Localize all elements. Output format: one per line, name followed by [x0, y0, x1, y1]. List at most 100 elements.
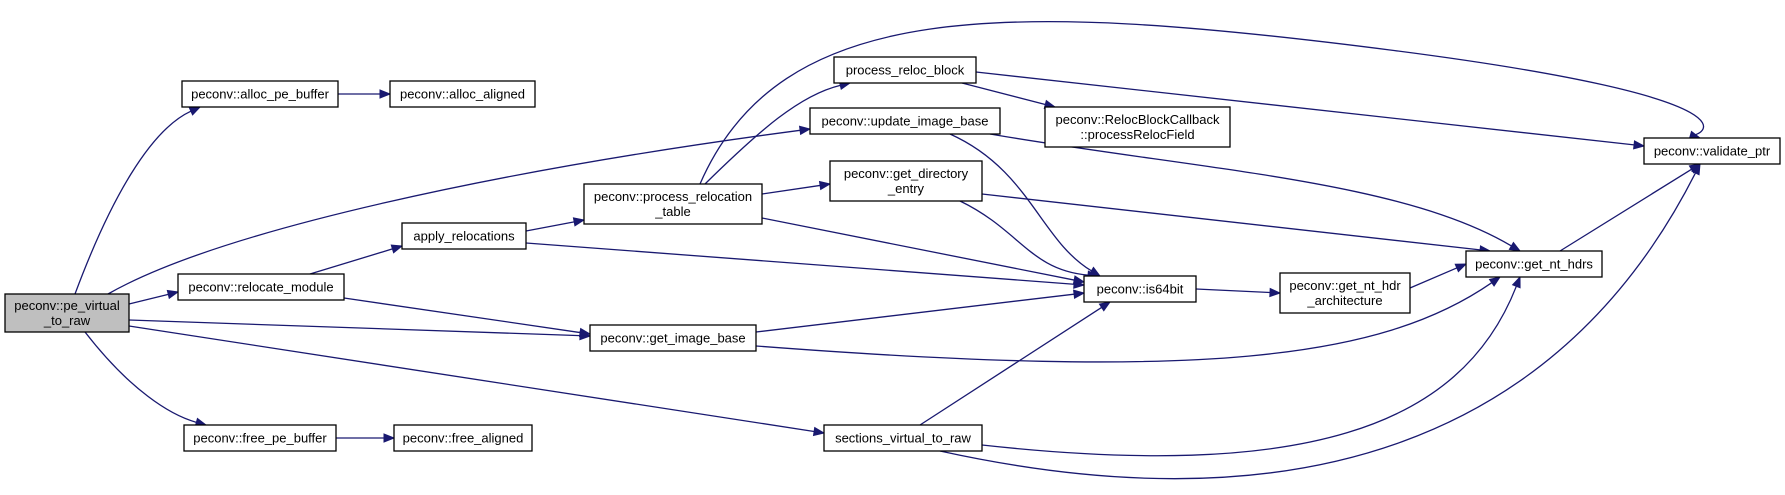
node-label-line: peconv::RelocBlockCallback: [1055, 112, 1220, 127]
edge-is64bit-to-get_nt_hdr_architecture-arrowhead: [1269, 287, 1282, 298]
edge-pe_virtual_to_raw-to-free_pe_buffer: [84, 331, 197, 423]
edge-pe_virtual_to_raw-to-alloc_pe_buffer: [74, 110, 192, 295]
edge-get_image_base-to-is64bit: [755, 293, 1075, 333]
node-box[interactable]: [1083, 275, 1197, 303]
node-label-line: peconv::is64bit: [1097, 282, 1184, 297]
edge-update_image_base-to-get_nt_hdrs-arrowhead: [1508, 241, 1522, 252]
node-box[interactable]: [401, 222, 527, 250]
edges-layer: [74, 20, 1705, 480]
node-label-line: peconv::validate_ptr: [1654, 144, 1771, 159]
edge-sections_virtual_to_raw-to-validate_ptr: [939, 172, 1697, 480]
node-label-line: peconv::process_relocation: [594, 189, 752, 204]
edge-is64bit-to-get_nt_hdr_architecture: [1195, 288, 1271, 294]
edge-get_directory_entry-to-get_nt_hdrs: [981, 193, 1481, 251]
node-free-pe-buffer[interactable]: peconv::free_pe_buffer: [183, 424, 337, 452]
edge-pe_virtual_to_raw-to-alloc_pe_buffer-arrowhead: [188, 106, 202, 116]
node-box[interactable]: [823, 424, 983, 452]
node-box[interactable]: [1279, 272, 1411, 314]
edge-get_nt_hdrs-to-validate_ptr: [1559, 168, 1692, 252]
edge-apply_relocations-to-is64bit: [525, 242, 1075, 285]
node-box[interactable]: [177, 273, 345, 301]
edge-sections_virtual_to_raw-to-validate_ptr-arrowhead: [1691, 162, 1701, 176]
edge-pe_virtual_to_raw-to-get_image_base: [128, 319, 581, 337]
node-alloc-pe-buffer[interactable]: peconv::alloc_pe_buffer: [181, 80, 339, 108]
node-process-relocation-table[interactable]: peconv::process_relocation_table: [583, 183, 763, 225]
edge-get_nt_hdr_architecture-to-get_nt_hdrs-arrowhead: [1454, 263, 1468, 273]
node-label-line: peconv::get_nt_hdr: [1289, 278, 1401, 293]
edge-process_relocation_table-to-get_directory_entry-arrowhead: [818, 180, 832, 191]
edge-sections_virtual_to_raw-to-get_nt_hdrs-arrowhead: [1511, 275, 1521, 289]
edge-process_reloc_block-to-relocblockcallback: [961, 82, 1046, 106]
edge-free_pe_buffer-to-free_aligned-arrowhead: [383, 433, 396, 443]
edge-process_relocation_table-to-validate_ptr: [699, 20, 1705, 185]
edge-relocate_module-to-get_image_base-arrowhead: [578, 327, 592, 338]
edge-pe_virtual_to_raw-to-relocate_module-arrowhead: [166, 289, 180, 300]
edge-get_directory_entry-to-is64bit: [959, 200, 1089, 276]
edge-process_reloc_block-to-validate_ptr: [975, 71, 1635, 146]
node-apply-relocations[interactable]: apply_relocations: [401, 222, 527, 250]
node-get-image-base[interactable]: peconv::get_image_base: [589, 324, 757, 352]
node-box[interactable]: [1465, 250, 1603, 278]
node-get-directory-entry[interactable]: peconv::get_directory_entry: [829, 160, 983, 202]
node-sections-virtual-to-raw[interactable]: sections_virtual_to_raw: [823, 424, 983, 452]
node-box[interactable]: [809, 107, 1001, 135]
node-update-image-base[interactable]: peconv::update_image_base: [809, 107, 1001, 135]
edge-sections_virtual_to_raw-to-is64bit-arrowhead: [1098, 301, 1112, 312]
edge-update_image_base-to-is64bit: [949, 133, 1092, 272]
node-free-aligned[interactable]: peconv::free_aligned: [393, 424, 533, 452]
node-label-line: peconv::free_pe_buffer: [193, 431, 327, 446]
node-validate-ptr[interactable]: peconv::validate_ptr: [1643, 137, 1781, 165]
edge-process_relocation_table-to-is64bit-arrowhead: [1072, 275, 1086, 285]
node-label-line: ::processRelocField: [1080, 127, 1194, 142]
node-label-line: _architecture: [1306, 293, 1382, 308]
edge-process_relocation_table-to-is64bit: [761, 217, 1075, 281]
edge-pe_virtual_to_raw-to-update_image_base: [107, 129, 801, 295]
edge-apply_relocations-to-process_relocation_table: [525, 221, 575, 232]
node-label-line: _entry: [887, 181, 925, 196]
node-box[interactable]: [183, 424, 337, 452]
edge-sections_virtual_to_raw-to-is64bit: [919, 306, 1102, 426]
edge-get_image_base-to-get_nt_hdrs: [755, 282, 1493, 363]
edge-update_image_base-to-get_nt_hdrs: [989, 133, 1512, 247]
node-get-nt-hdrs[interactable]: peconv::get_nt_hdrs: [1465, 250, 1603, 278]
node-relocate-module[interactable]: peconv::relocate_module: [177, 273, 345, 301]
node-get-nt-hdr-architecture[interactable]: peconv::get_nt_hdr_architecture: [1279, 272, 1411, 314]
node-box[interactable]: [181, 80, 339, 108]
node-label-line: _to_raw: [43, 313, 91, 328]
node-box[interactable]: [583, 183, 763, 225]
node-label-line: peconv::get_directory: [844, 166, 969, 181]
node-box[interactable]: [4, 293, 130, 333]
edge-process_relocation_table-to-process_reloc_block: [704, 84, 841, 185]
nodes-layer: peconv::pe_virtual_to_raw peconv::alloc_p…: [4, 56, 1781, 452]
node-label-line: peconv::relocate_module: [188, 280, 333, 295]
edge-process_reloc_block-to-validate_ptr-arrowhead: [1633, 140, 1646, 150]
edge-pe_virtual_to_raw-to-relocate_module: [128, 293, 169, 305]
edge-get_nt_hdr_architecture-to-get_nt_hdrs: [1409, 267, 1458, 289]
node-label-line: sections_virtual_to_raw: [835, 431, 971, 446]
edge-relocate_module-to-apply_relocations-arrowhead: [390, 244, 404, 254]
node-box[interactable]: [589, 324, 757, 352]
edge-get_image_base-to-is64bit-arrowhead: [1073, 289, 1086, 299]
edge-apply_relocations-to-process_relocation_table-arrowhead: [572, 217, 586, 227]
node-box[interactable]: [389, 80, 536, 108]
node-pe-virtual-to-raw[interactable]: peconv::pe_virtual_to_raw: [4, 293, 130, 333]
node-box[interactable]: [1044, 106, 1231, 148]
node-label-line: peconv::update_image_base: [822, 114, 989, 129]
node-is64bit[interactable]: peconv::is64bit: [1083, 275, 1197, 303]
node-label-line: peconv::pe_virtual: [14, 298, 120, 313]
node-process-reloc-block[interactable]: process_reloc_block: [833, 56, 977, 84]
node-box[interactable]: [393, 424, 533, 452]
node-relocblockcallback[interactable]: peconv::RelocBlockCallback::processReloc…: [1044, 106, 1231, 148]
node-label-line: process_reloc_block: [846, 63, 965, 78]
node-alloc-aligned[interactable]: peconv::alloc_aligned: [389, 80, 536, 108]
node-box[interactable]: [829, 160, 983, 202]
node-label-line: apply_relocations: [413, 229, 515, 244]
node-box[interactable]: [1643, 137, 1781, 165]
edge-pe_virtual_to_raw-to-sections_virtual_to_raw-arrowhead: [812, 426, 826, 437]
edge-get_image_base-to-get_nt_hdrs-arrowhead: [1488, 276, 1502, 287]
edge-relocate_module-to-get_image_base: [343, 297, 581, 334]
edge-relocate_module-to-apply_relocations: [309, 248, 393, 275]
node-box[interactable]: [833, 56, 977, 84]
node-label-line: peconv::alloc_pe_buffer: [191, 87, 329, 102]
